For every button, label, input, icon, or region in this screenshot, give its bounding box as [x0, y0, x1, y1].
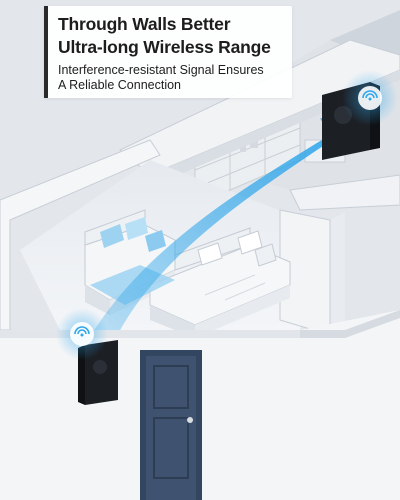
front-door: [140, 350, 202, 500]
headline-accent-bar: [44, 6, 48, 98]
middle-wall-edge: [330, 212, 345, 335]
signal-arrow: [85, 118, 348, 350]
subtext-line-1: Interference-resistant Signal Ensures: [58, 63, 264, 77]
subtext-line-2: A Reliable Connection: [58, 78, 181, 92]
front-wall-edge: [0, 330, 300, 338]
headline-panel: [44, 6, 292, 98]
front-wall-top: [300, 310, 400, 338]
left-outer-wall: [0, 139, 161, 331]
door-knob-icon: [187, 417, 193, 423]
headline-line-2: Ultra-long Wireless Range: [58, 37, 271, 57]
sectional-sofa: [84, 209, 291, 338]
right-partition-top: [289, 174, 400, 211]
wireless-signal-icon: [70, 322, 94, 346]
headline-line-1: Through Walls Better: [58, 14, 231, 34]
wireless-signal-icon: [358, 86, 382, 110]
